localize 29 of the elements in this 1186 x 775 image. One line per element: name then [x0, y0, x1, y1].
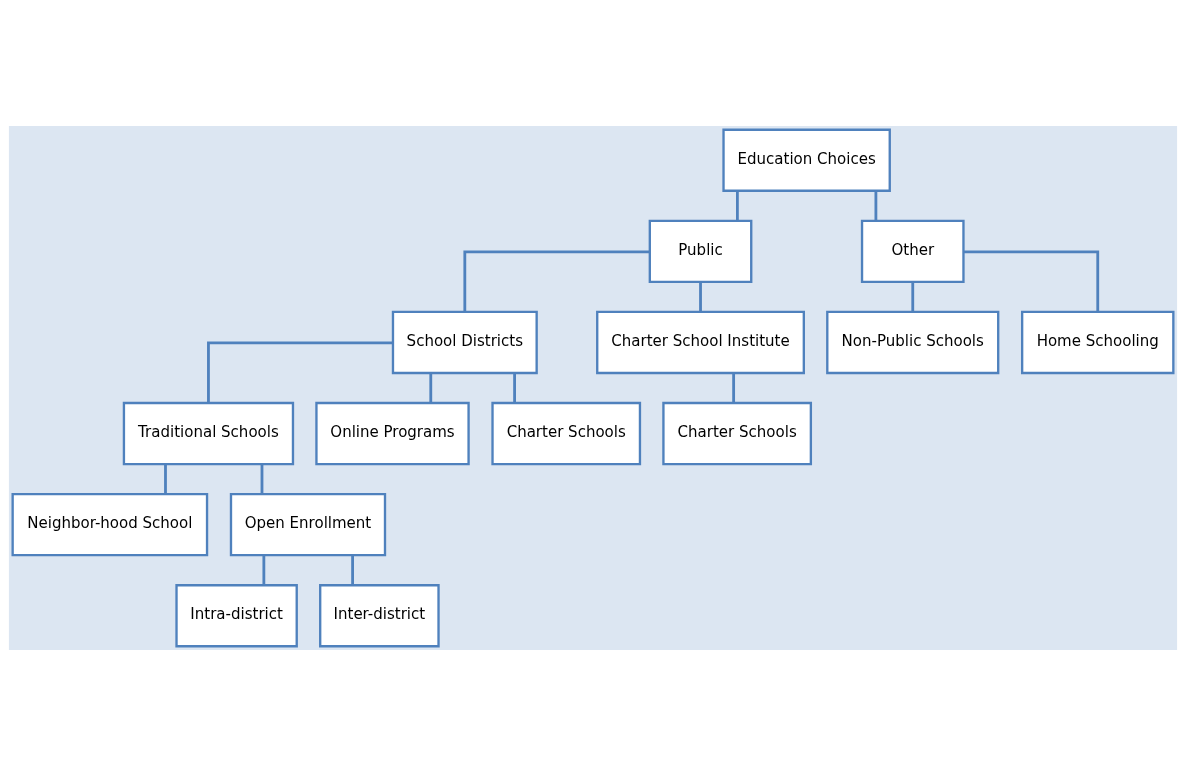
- connector: [262, 554, 266, 585]
- connector: [260, 463, 264, 494]
- connector: [963, 249, 1100, 312]
- node-box: Charter Schools: [491, 401, 642, 465]
- connector: [911, 281, 915, 312]
- node-box: Charter Schools: [662, 401, 813, 465]
- connector: [699, 281, 702, 312]
- node-box: Home Schooling: [1020, 310, 1175, 374]
- node-box: Non-Public Schools: [826, 310, 1000, 374]
- node-box: Public: [648, 219, 753, 283]
- connector: [874, 190, 878, 221]
- connector: [513, 372, 516, 403]
- connector: [351, 554, 354, 585]
- node-box: Neighbor-hood School: [11, 492, 209, 556]
- connector: [463, 249, 650, 312]
- connector: [164, 463, 167, 494]
- node-box: School Districts: [391, 310, 538, 374]
- node-box: Charter School Institute: [596, 310, 805, 374]
- node-box: Open Enrollment: [229, 492, 387, 556]
- connector: [732, 372, 736, 403]
- node-box: Intra-district: [175, 583, 298, 647]
- connector: [207, 341, 393, 403]
- connector: [735, 190, 739, 221]
- node-box: Inter-district: [319, 583, 440, 647]
- node-box: Online Programs: [315, 401, 470, 465]
- connector: [429, 372, 433, 403]
- node-box: Other: [860, 219, 965, 283]
- node-box: Education Choices: [722, 128, 891, 192]
- node-box: Traditional Schools: [122, 401, 295, 465]
